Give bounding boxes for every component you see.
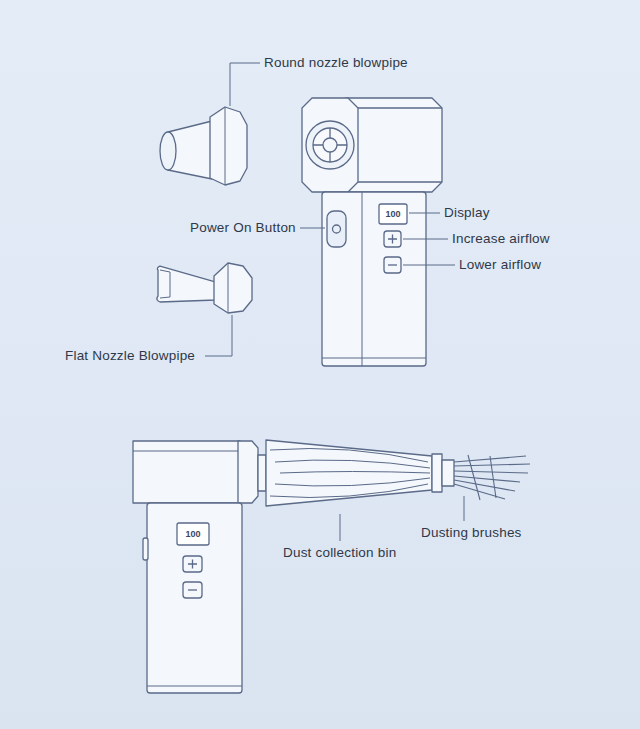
plus-button bbox=[384, 231, 401, 247]
dust-bin bbox=[266, 440, 432, 506]
brush-holder bbox=[442, 460, 454, 486]
handle-edge bbox=[362, 192, 363, 366]
round-nozzle-flange bbox=[210, 107, 247, 185]
head-edge bbox=[358, 107, 442, 108]
fan-spokes bbox=[313, 128, 347, 162]
fan-ring bbox=[306, 121, 354, 169]
blower-head bbox=[133, 441, 240, 503]
power-button bbox=[327, 211, 346, 247]
leader-line bbox=[403, 265, 455, 266]
fan-face bbox=[238, 441, 258, 503]
part-label: Increase airflow bbox=[452, 231, 550, 247]
round-nozzle-opening bbox=[160, 132, 176, 170]
bin-cap bbox=[432, 454, 442, 492]
blower-handle bbox=[322, 192, 426, 366]
fan-ring bbox=[313, 128, 347, 162]
head-edge bbox=[358, 181, 442, 182]
handle-base bbox=[147, 686, 242, 687]
bin-rib bbox=[270, 484, 428, 498]
bin-collar bbox=[258, 455, 266, 491]
flat-nozzle-flange bbox=[214, 263, 252, 313]
leader-line bbox=[230, 63, 260, 106]
bristle bbox=[490, 456, 496, 498]
fan-hub bbox=[323, 138, 337, 152]
plus-button bbox=[183, 556, 202, 572]
minus-button bbox=[384, 257, 401, 273]
leader-line bbox=[464, 496, 465, 521]
display-reading: 100 bbox=[185, 529, 200, 539]
part-label: Dusting brushes bbox=[421, 525, 522, 541]
flat-nozzle-opening bbox=[160, 270, 170, 298]
power-button bbox=[143, 538, 148, 560]
minus-button bbox=[183, 582, 202, 598]
flat-nozzle-body bbox=[157, 266, 216, 302]
flange-edge bbox=[228, 263, 229, 313]
blower-handle bbox=[147, 503, 242, 693]
leader-lines bbox=[205, 63, 455, 356]
handle-base bbox=[322, 358, 426, 359]
part-label: Power On Button bbox=[190, 220, 296, 236]
plus-symbol bbox=[188, 560, 197, 569]
bristle bbox=[468, 455, 480, 500]
leader-line bbox=[340, 514, 341, 541]
leader-line bbox=[300, 228, 325, 229]
bin-rib bbox=[275, 460, 430, 468]
leader-line bbox=[403, 239, 448, 240]
leader-line bbox=[409, 213, 440, 214]
part-label: Lower airflow bbox=[459, 257, 541, 273]
minus-symbol bbox=[388, 264, 397, 265]
flange-edge bbox=[225, 107, 226, 185]
bin-rib bbox=[280, 472, 430, 474]
leader-line bbox=[205, 315, 232, 356]
display-screen bbox=[379, 204, 407, 224]
part-label: Display bbox=[444, 205, 490, 221]
fan-face bbox=[302, 98, 358, 192]
bin-ribs bbox=[270, 449, 430, 498]
dusting-brushes bbox=[454, 455, 530, 500]
minus-symbol bbox=[188, 589, 197, 590]
bristle bbox=[454, 480, 515, 491]
display-reading: 100 bbox=[385, 209, 400, 219]
bristle bbox=[454, 476, 520, 482]
part-label: Round nozzle blowpipe bbox=[264, 55, 408, 71]
bin-rib bbox=[275, 478, 430, 486]
bristle bbox=[454, 471, 528, 473]
head-edge bbox=[133, 451, 240, 452]
part-label: Flat Nozzle Blowpipe bbox=[65, 348, 195, 364]
part-label: Dust collection bin bbox=[283, 545, 396, 561]
blower-head bbox=[346, 98, 442, 192]
plus-symbol bbox=[388, 235, 397, 244]
bristle bbox=[454, 464, 530, 466]
power-icon bbox=[333, 225, 341, 233]
display-screen bbox=[177, 523, 209, 545]
